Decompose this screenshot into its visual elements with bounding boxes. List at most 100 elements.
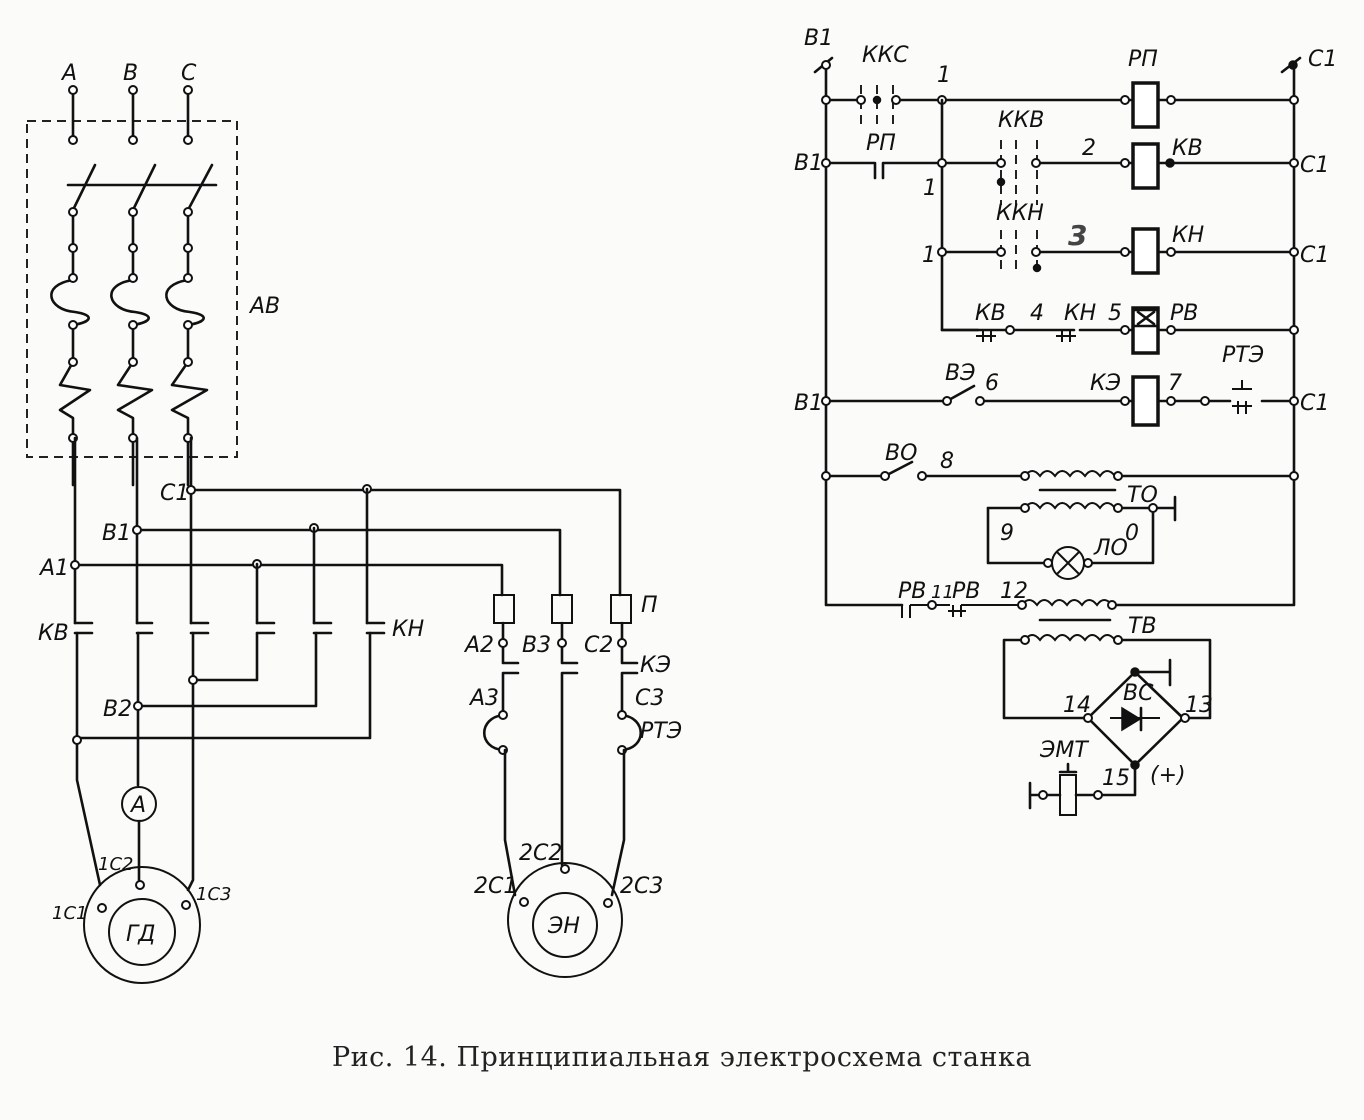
row-rv: КВ 4 КН 5 РВ (940, 301, 1299, 355)
label-ve: ВЭ (945, 361, 975, 386)
main-motor-terminal-1: 1С1 (52, 903, 87, 924)
thermal-relay-label: РТЭ (640, 719, 682, 744)
main-motor-terminal-3: 1С3 (196, 884, 231, 905)
contactor-kn-label: КН (392, 617, 424, 642)
bus-c1-label: C1 (160, 481, 189, 506)
pump-motor-terminal-3: 2С3 (620, 874, 663, 899)
label-kv-contact: КВ (975, 301, 1006, 326)
label-node-1a: 1 (937, 63, 951, 88)
fuse-label: П (641, 593, 658, 618)
label-wire-2: 2 (1082, 136, 1096, 161)
rectifier-bridge: ВС 14 13 15 (+) ЭМТ (1028, 658, 1213, 816)
bus-c1 (189, 488, 622, 597)
label-wire-0: 0 (1125, 521, 1139, 546)
label-wire-11: 11 (931, 582, 954, 603)
main-motor: ГД 1С1 1С2 1С3 (52, 854, 231, 984)
label-wire-12: 12 (1000, 579, 1028, 604)
pump-motor-label: ЭН (547, 914, 580, 939)
label-wire-4: 4 (1030, 301, 1044, 326)
coil-kn (1131, 227, 1160, 275)
pump-contactor-label: КЭ (640, 653, 671, 678)
label-c1-row2: C1 (1300, 153, 1329, 178)
label-rte-contact: РТЭ (1222, 343, 1264, 368)
label-node-1c: 1 (922, 243, 936, 268)
label-rv-coil: РВ (1170, 301, 1198, 326)
label-node-1b: 1 (923, 176, 937, 201)
row-kn: 1 ККН 3 КН C1 (922, 201, 1329, 275)
ammeter-label: A (129, 793, 146, 818)
pump-terminal-a2: A2 (463, 633, 494, 658)
bus-a1 (73, 563, 504, 597)
breaker-label: АВ (248, 294, 280, 319)
label-to: ТО (1127, 483, 1158, 508)
pump-branch: П A2 B3 C2 КЭ A3 C3 РТЭ (463, 593, 682, 897)
pump-terminal-a3: A3 (468, 686, 499, 711)
label-b1-row2: B1 (794, 151, 823, 176)
pump-motor-terminal-2: 2С2 (519, 841, 562, 866)
label-tv: ТВ (1128, 614, 1157, 639)
power-circuit: A B C АВ (26, 61, 682, 984)
label-kn-coil: КН (1172, 223, 1204, 248)
label-wire-6: 6 (985, 371, 999, 396)
row-ke: B1 ВЭ 6 КЭ 7 РТЭ C1 (794, 343, 1329, 427)
pump-terminal-c2: C2 (584, 633, 613, 658)
label-rv-contact-1: РВ (898, 579, 926, 604)
label-emt: ЭМТ (1039, 738, 1089, 763)
coil-rp (1131, 81, 1160, 129)
label-wire-7: 7 (1168, 371, 1182, 396)
label-lo: ЛО (1093, 536, 1128, 561)
row-tv: РВ 11 РВ 12 ТВ (898, 579, 1212, 720)
pump-terminal-b3: B3 (522, 633, 551, 658)
contactor-kv-label: КВ (38, 621, 69, 646)
label-rp-contact: РП (866, 131, 896, 156)
label-kks: ККС (862, 43, 909, 68)
label-c1-row5: C1 (1300, 391, 1329, 416)
pump-motor-terminal-1: 2С1 (474, 874, 517, 899)
label-kv-coil: КВ (1172, 136, 1203, 161)
label-kkn: ККН (996, 201, 1044, 226)
control-circuit: B1 C1 ККС 1 РП B1 РП 1 ККВ 2 (794, 26, 1337, 816)
coil-kv (1131, 142, 1160, 190)
figure-caption: Рис. 14. Принципиальная электросхема ста… (331, 1042, 1033, 1073)
phase-c-label: C (181, 61, 197, 86)
pump-motor: ЭН 2С1 2С2 2С3 (474, 841, 663, 978)
label-node-15: 15 (1102, 766, 1130, 791)
label-ke-coil: КЭ (1090, 371, 1121, 396)
breaker-enclosure (26, 120, 238, 458)
label-wire-3: 3 (1068, 219, 1087, 252)
row-rp: ККС 1 РП (821, 43, 1299, 129)
breaker-phases (50, 85, 218, 487)
bus-a1-label: A1 (38, 556, 69, 581)
label-kkv: ККВ (998, 108, 1044, 133)
label-c1-row3: C1 (1300, 243, 1329, 268)
coil-rv (1131, 306, 1160, 355)
brake-solenoid (1059, 774, 1077, 816)
label-polarity: (+) (1150, 763, 1186, 788)
phase-b-label: B (123, 61, 138, 86)
main-motor-terminal-2: 1С2 (98, 854, 133, 875)
row-kv: B1 РП 1 ККВ 2 КВ C1 (794, 108, 1329, 205)
label-node-13: 13 (1185, 693, 1213, 718)
rail-left-label: B1 (804, 26, 833, 51)
pump-terminal-c3: C3 (635, 686, 664, 711)
rail-right-label: C1 (1308, 47, 1337, 72)
bus-b1 (135, 528, 562, 597)
label-vo: ВО (885, 441, 917, 466)
label-b1-row5: B1 (794, 391, 823, 416)
bus-b2-label: B2 (103, 697, 132, 722)
main-motor-label: ГД (126, 922, 155, 947)
contactor-contacts (73, 621, 386, 635)
coil-ke (1131, 375, 1160, 427)
label-vs: ВС (1123, 681, 1154, 706)
bus-b1-label: B1 (102, 521, 131, 546)
label-wire-5: 5 (1108, 301, 1122, 326)
label-wire-8: 8 (940, 449, 954, 474)
row-to: ВО 8 ТО 9 0 ЛО (821, 441, 1299, 580)
phase-a-label: A (60, 61, 77, 86)
label-rp-coil: РП (1128, 47, 1158, 72)
label-node-14: 14 (1063, 693, 1091, 718)
label-wire-9: 9 (1000, 521, 1014, 546)
label-rv-contact-2: РВ (952, 579, 980, 604)
label-kn-contact: КН (1064, 301, 1096, 326)
